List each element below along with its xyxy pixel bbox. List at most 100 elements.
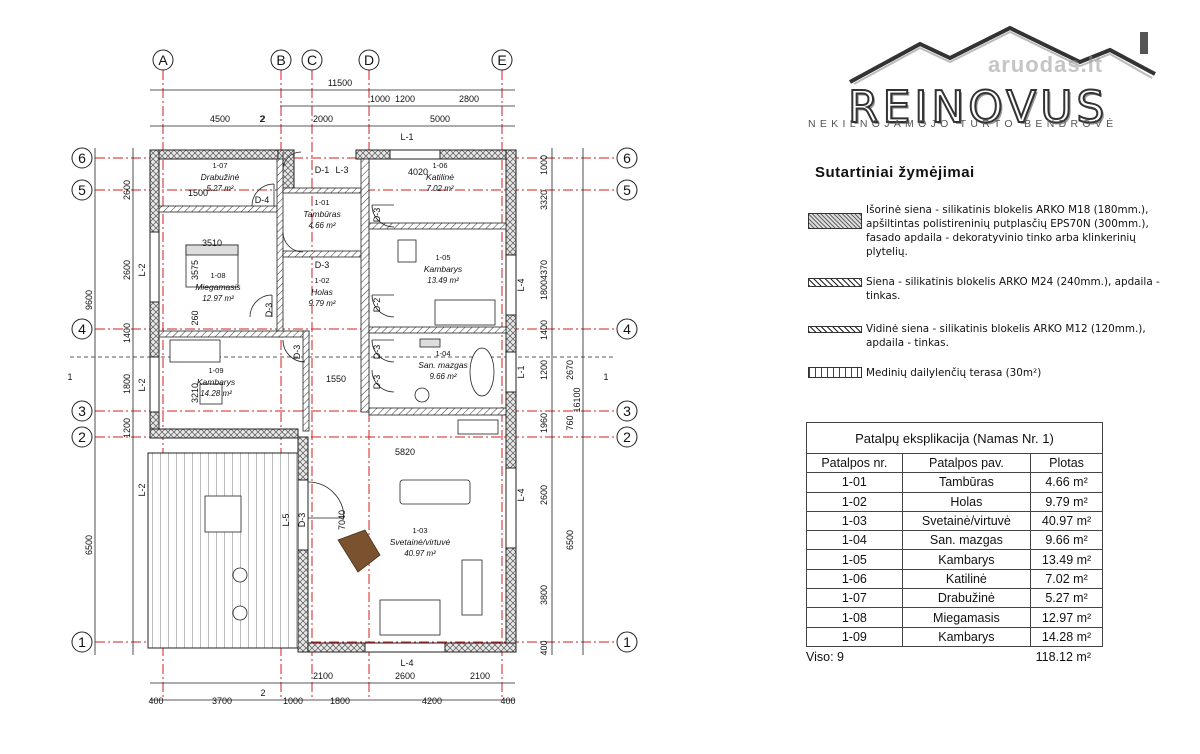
axis-bubble bbox=[616, 318, 638, 340]
dimension-value: 6500 bbox=[565, 530, 575, 550]
logo-wordmark: REINOVUS bbox=[847, 81, 1109, 134]
room-area: 40.97 m² bbox=[404, 549, 436, 558]
room-code: 1-04 bbox=[435, 349, 450, 358]
table-cell: 5.27 m² bbox=[1030, 588, 1103, 609]
door-tag: D-3 bbox=[297, 513, 307, 528]
door-tag: D-3 bbox=[372, 375, 382, 390]
axis-bubble bbox=[616, 147, 638, 169]
dimension-value: 1500 bbox=[188, 188, 208, 198]
table-cell: Kambarys bbox=[901, 626, 1032, 647]
axis-bubble bbox=[71, 147, 93, 169]
dimension-value: 3320 bbox=[539, 190, 549, 210]
dimension-value: 3575 bbox=[190, 260, 200, 280]
axis-letter: E bbox=[497, 52, 506, 68]
dimension-value: 2800 bbox=[459, 94, 479, 104]
table-cell: 1-08 bbox=[806, 607, 903, 628]
table-cell: 1-09 bbox=[806, 626, 903, 647]
axis-bubble bbox=[358, 49, 380, 71]
door-tag: L-3 bbox=[335, 165, 348, 175]
window-tag: L-4 bbox=[516, 278, 526, 291]
legend-item-exterior-wall: Išorinė siena - silikatinis blokelis ARK… bbox=[808, 203, 1178, 263]
table-cell: 1-02 bbox=[806, 491, 903, 512]
axis-number: 5 bbox=[78, 182, 86, 198]
section-mark: 2 bbox=[260, 688, 265, 698]
roof-logo-icon bbox=[849, 25, 1156, 85]
dimension-lines bbox=[94, 89, 584, 701]
axis-number: 4 bbox=[623, 321, 631, 337]
dimension-value: 400 bbox=[148, 696, 163, 706]
dimension-value: 1200 bbox=[122, 418, 132, 438]
dimension-value: 1400 bbox=[539, 320, 549, 340]
table-cell: 12.97 m² bbox=[1030, 607, 1103, 628]
room-code: 1-07 bbox=[212, 161, 227, 170]
axis-number: 6 bbox=[78, 150, 86, 166]
dimension-value: 2600 bbox=[122, 260, 132, 280]
door-tag: D-3 bbox=[292, 345, 302, 360]
room-code: 1-05 bbox=[435, 253, 450, 262]
axis-bubble bbox=[616, 631, 638, 653]
dimension-value: 1200 bbox=[395, 94, 415, 104]
table-cell: 7.02 m² bbox=[1030, 568, 1103, 590]
room-name: Miegamasis bbox=[195, 282, 241, 292]
axis-bubble bbox=[616, 400, 638, 422]
door-tag: D-3 bbox=[264, 303, 274, 318]
dimension-value: 2600 bbox=[395, 671, 415, 681]
axis-number: 1 bbox=[78, 634, 86, 650]
axis-number: 4 bbox=[78, 321, 86, 337]
axis-bubble bbox=[616, 179, 638, 201]
axis-bubble bbox=[71, 179, 93, 201]
dimension-value: 4020 bbox=[408, 167, 428, 177]
axis-letter: A bbox=[158, 52, 168, 68]
window-tag: L-2 bbox=[137, 263, 147, 276]
dimension-value: 760 bbox=[565, 415, 575, 430]
door-tag: D-4 bbox=[255, 195, 270, 205]
axis-bubble bbox=[71, 631, 93, 653]
dimension-value: 2100 bbox=[313, 671, 333, 681]
room-area: 9.66 m² bbox=[429, 372, 456, 381]
room-area: 9.79 m² bbox=[308, 299, 335, 308]
room-name: Tambūras bbox=[303, 209, 341, 219]
dimension-value: 2600 bbox=[539, 485, 549, 505]
dimension-value: 4200 bbox=[422, 696, 442, 706]
table-cell: Svetainė/virtuvė bbox=[901, 510, 1032, 532]
axis-number: 3 bbox=[78, 403, 86, 419]
dimension-value: 2000 bbox=[313, 114, 333, 124]
legend-text: Siena - silikatinis blokelis ARKO M24 (2… bbox=[866, 276, 1160, 302]
axis-bubble bbox=[71, 318, 93, 340]
table-cell: 1-01 bbox=[806, 472, 903, 493]
dimension-value: 16100 bbox=[572, 387, 582, 412]
dimension-value: 1960 bbox=[539, 413, 549, 433]
axis-bubble bbox=[616, 426, 638, 448]
dimension-value: 400 bbox=[500, 696, 515, 706]
axis-letter: C bbox=[307, 52, 317, 68]
logo-subtitle: NEKILNOJAMOJO TURTO BENDROVĖ bbox=[808, 118, 1118, 130]
wall-swatch bbox=[808, 278, 862, 287]
dimension-value: 2 bbox=[259, 114, 264, 124]
room-code: 1-09 bbox=[208, 366, 223, 375]
dimension-value: 1800 bbox=[539, 280, 549, 300]
dimension-value: 1400 bbox=[122, 323, 132, 343]
room-area: 14.28 m² bbox=[200, 389, 232, 398]
axis-letter: D bbox=[364, 52, 374, 68]
axis-number: 6 bbox=[623, 150, 631, 166]
interior-wall-swatch bbox=[808, 326, 862, 333]
table-cell: Tambūras bbox=[901, 472, 1032, 493]
dimension-value: 2100 bbox=[470, 671, 490, 681]
window-tag: L-1 bbox=[400, 132, 413, 142]
legend-item-terrace: Medinių dailylenčių terasa (30m²) bbox=[808, 366, 1178, 384]
window-tag: L-4 bbox=[516, 488, 526, 501]
door-swings bbox=[249, 151, 395, 519]
dimension-value: 7040 bbox=[337, 510, 347, 530]
axis-bubble bbox=[491, 49, 513, 71]
axis-number: 5 bbox=[623, 182, 631, 198]
legend-text: Išorinė siena - silikatinis blokelis ARK… bbox=[866, 204, 1149, 258]
table-cell: 13.49 m² bbox=[1030, 549, 1103, 570]
dimension-value: 11500 bbox=[328, 78, 352, 88]
legend-item-wall: Siena - silikatinis blokelis ARKO M24 (2… bbox=[808, 275, 1178, 307]
table-cell: 40.97 m² bbox=[1030, 510, 1103, 532]
